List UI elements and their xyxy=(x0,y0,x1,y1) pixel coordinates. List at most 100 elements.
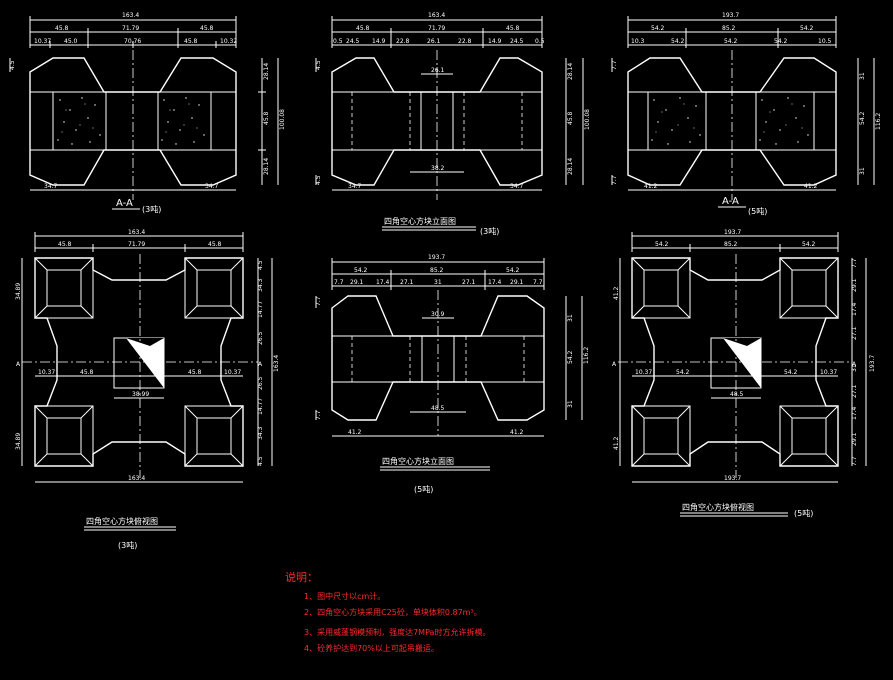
dim-overall-top: 193.7 xyxy=(724,229,741,236)
dim-top-2: 71.79 xyxy=(428,25,445,32)
dim-right-2: 54.2 xyxy=(567,350,574,364)
dim-sub-1: 10.3 xyxy=(631,38,645,45)
dim-left-2: 41.2 xyxy=(613,436,620,450)
dim-top-3: 54.2 xyxy=(802,241,816,248)
dim-right-1: 31 xyxy=(567,314,574,322)
notes-title: 说明： xyxy=(285,571,318,584)
dim-mid-2: 45.8 xyxy=(80,369,94,376)
dim-bottom: 193.7 xyxy=(724,475,741,482)
plan-view-3t: 163.4 45.8 71.79 45.8 A A 10.37 45.8 45.… xyxy=(15,229,280,550)
dim-inner-top: 30.9 xyxy=(431,311,445,318)
dim-sub-3: 70.76 xyxy=(124,38,141,45)
dim-right-3: 14.77 xyxy=(257,301,264,318)
dim-top-1: 45.8 xyxy=(55,25,69,32)
dim-bottom-1: 41.2 xyxy=(348,429,362,436)
dim-left-1: 7.7 xyxy=(315,296,322,306)
dim-top-3: 45.8 xyxy=(506,25,520,32)
dim-sub-1: 10.37 xyxy=(34,38,51,45)
section-mark-left: A xyxy=(16,361,21,368)
dim-inner-top: 26.1 xyxy=(431,67,445,74)
dim-left-1: 7.7 xyxy=(611,60,618,70)
dim-right-3: 31 xyxy=(567,400,574,408)
dim-left-1: 34.89 xyxy=(15,283,22,300)
dim-sub-7: 14.9 xyxy=(488,38,502,45)
dim-bottom-1: 34.7 xyxy=(44,183,58,190)
dim-right-1: 7.7 xyxy=(851,258,858,268)
weight-label: (3吨) xyxy=(480,226,499,236)
dim-top-3: 54.2 xyxy=(506,267,520,274)
section-aa-3t: 163.4 45.8 71.79 45.8 10.37 45.0 70.76 4… xyxy=(9,12,286,214)
dim-right-1: 28.14 xyxy=(567,63,574,80)
dim-right-6: 27.1 xyxy=(851,384,858,398)
section-mark-right: A xyxy=(258,361,263,368)
dim-overall-v: 100.08 xyxy=(279,109,286,130)
dim-right-3: 17.4 xyxy=(851,302,858,316)
elevation-3t: 163.4 45.8 71.79 45.8 0.5 24.5 14.9 22.8… xyxy=(315,12,591,236)
dim-sub-3: 54.2 xyxy=(724,38,738,45)
view-title: 四角空心方块俯视图 xyxy=(86,516,158,526)
dim-left-2: 4.5 xyxy=(315,175,322,185)
section-mark-left: A xyxy=(612,361,617,368)
section-mark-right: A xyxy=(852,361,857,368)
dim-top-2: 71.79 xyxy=(122,25,139,32)
dim-left-2: 34.89 xyxy=(15,433,22,450)
dim-left-1: 41.2 xyxy=(613,286,620,300)
dim-sub-4: 54.2 xyxy=(774,38,788,45)
dim-mid-1: 10.37 xyxy=(38,369,55,376)
dim-right-4: 26.5 xyxy=(257,331,264,345)
dim-overall-top: 163.4 xyxy=(122,12,139,19)
weight-label: (3吨) xyxy=(118,540,137,550)
dim-mid-1: 10.37 xyxy=(635,369,652,376)
dim-right-3: 31 xyxy=(859,167,866,175)
dim-top-1: 54.2 xyxy=(651,25,665,32)
view-title: 四角空心方块俯视图 xyxy=(682,502,754,512)
weight-label: (3吨) xyxy=(142,204,161,214)
dim-mid-3: 54.2 xyxy=(784,369,798,376)
dim-top-3: 45.8 xyxy=(200,25,214,32)
dim-overall-top: 193.7 xyxy=(428,254,445,261)
plan-view-5t: 193.7 54.2 85.2 54.2 A A 10.37 54.2 54.2… xyxy=(612,229,876,518)
dim-bottom-2: 41.2 xyxy=(804,183,818,190)
dim-top-3: 54.2 xyxy=(800,25,814,32)
dim-bottom-2: 34.7 xyxy=(205,183,219,190)
dim-top-2: 71.79 xyxy=(128,241,145,248)
dim-right-8: 29.1 xyxy=(851,432,858,446)
dim-overall-top: 163.4 xyxy=(428,12,445,19)
dim-right-6: 14.77 xyxy=(257,398,264,415)
dim-sub-5: 26.1 xyxy=(427,38,441,45)
dim-mid-4: 10.37 xyxy=(224,369,241,376)
dim-inner: 38.99 xyxy=(132,391,149,398)
dim-sub-4: 27.1 xyxy=(400,279,414,286)
dim-right-7: 17.4 xyxy=(851,406,858,420)
dim-sub-6: 27.1 xyxy=(462,279,476,286)
weight-label: (5吨) xyxy=(414,484,433,494)
dim-right-2: 34.3 xyxy=(257,278,264,292)
dim-top-2: 85.2 xyxy=(724,241,738,248)
weight-label: (5吨) xyxy=(748,206,767,216)
dim-mid-3: 45.8 xyxy=(188,369,202,376)
dim-sub-5: 31 xyxy=(434,279,442,286)
dim-bottom-2: 41.2 xyxy=(510,429,524,436)
dim-right-2: 45.8 xyxy=(567,111,574,125)
note-item: 2、四角空心方块采用C25砼，单块体积0.87m³。 xyxy=(304,608,482,617)
dim-sub-6: 22.8 xyxy=(458,38,472,45)
dim-mid-2: 54.2 xyxy=(676,369,690,376)
dim-overall-v: 116.2 xyxy=(583,347,590,364)
dim-right-3: 28.14 xyxy=(263,158,270,175)
dim-sub-2: 45.0 xyxy=(64,38,78,45)
dim-sub-8: 24.5 xyxy=(510,38,524,45)
section-label: A-A xyxy=(722,196,739,207)
dim-overall-v: 193.7 xyxy=(869,355,876,372)
dim-left-2: 7.7 xyxy=(315,410,322,420)
dim-mid-4: 10.37 xyxy=(820,369,837,376)
dim-right-4: 27.1 xyxy=(851,326,858,340)
note-item: 1、图中尺寸以cm计。 xyxy=(304,592,386,601)
dim-sub-3: 17.4 xyxy=(376,279,390,286)
concrete-fill-right xyxy=(161,97,205,145)
dim-top-1: 45.8 xyxy=(356,25,370,32)
hatch-shape xyxy=(723,338,761,388)
hatch-shape xyxy=(126,338,164,388)
section-aa-5t: 193.7 54.2 85.2 54.2 10.3 54.2 54.2 54.2… xyxy=(611,12,882,216)
dim-left-1: 4.5 xyxy=(315,60,322,70)
